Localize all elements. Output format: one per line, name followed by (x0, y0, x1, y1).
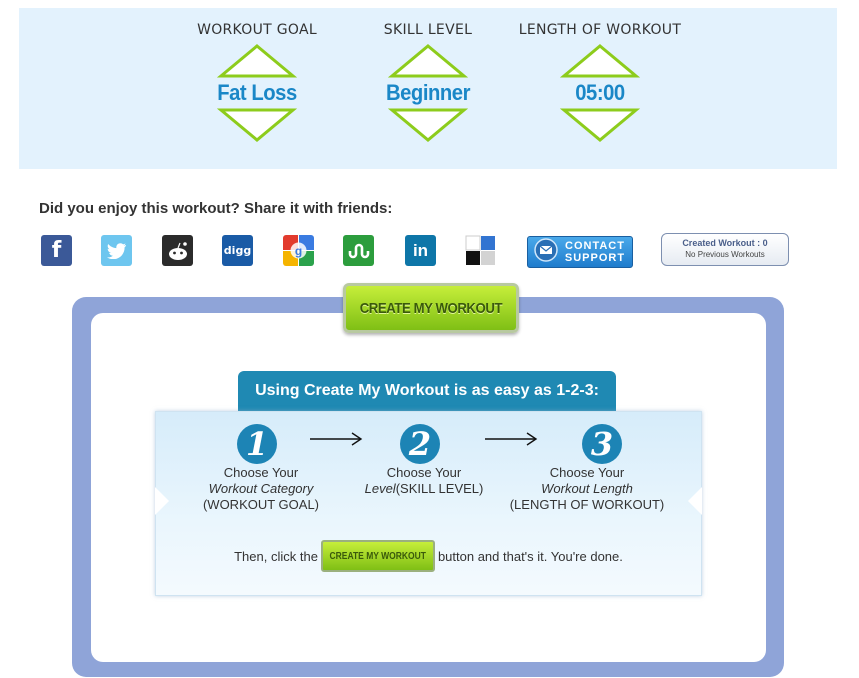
workout-length-down-arrow-icon[interactable] (560, 108, 640, 142)
workout-length-up-arrow-icon[interactable] (560, 44, 640, 78)
step-2-number-icon: 2 (400, 424, 440, 464)
delicious-icon[interactable] (465, 235, 496, 266)
contact-support-button[interactable]: CONTACT SUPPORT (527, 236, 633, 268)
arrow-right-icon (308, 432, 364, 451)
step-3-text: Choose Your Workout Length (LENGTH OF WO… (509, 465, 665, 512)
svg-text:g: g (295, 244, 302, 258)
google-bookmarks-icon[interactable]: g (283, 235, 314, 266)
envelope-icon (534, 237, 558, 267)
contact-support-label: CONTACT SUPPORT (564, 240, 626, 264)
final-instruction: Then, click the CREATE MY WORKOUT button… (156, 540, 701, 572)
reddit-icon[interactable] (162, 235, 193, 266)
skill-level-selector: SKILL LEVEL Beginner (343, 20, 513, 142)
created-workout-counter[interactable]: Created Workout : 0 No Previous Workouts (661, 233, 789, 266)
workout-selector-panel: WORKOUT GOAL Fat Loss SKILL LEVEL Beginn… (19, 8, 837, 169)
workout-goal-down-arrow-icon[interactable] (217, 108, 297, 142)
step-2-text: Choose Your Level(SKILL LEVEL) (364, 465, 484, 496)
workout-goal-selector: WORKOUT GOAL Fat Loss (172, 20, 342, 142)
previous-workouts-status: No Previous Workouts (685, 250, 765, 259)
skill-level-down-arrow-icon[interactable] (388, 108, 468, 142)
facebook-icon[interactable]: f (41, 235, 72, 266)
step-1-number-icon: 1 (237, 424, 277, 464)
skill-level-up-arrow-icon[interactable] (388, 44, 468, 78)
arrow-right-icon (483, 432, 539, 451)
workout-goal-up-arrow-icon[interactable] (217, 44, 297, 78)
linkedin-icon[interactable]: in (405, 235, 436, 266)
workout-length-label: LENGTH OF WORKOUT (518, 22, 682, 38)
steps-heading: Using Create My Workout is as easy as 1-… (238, 371, 616, 411)
workout-goal-label: WORKOUT GOAL (197, 22, 317, 38)
workout-length-value: 05:00 (575, 80, 625, 105)
share-heading: Did you enjoy this workout? Share it wit… (39, 200, 393, 217)
steps-box: 1 Choose Your Workout Category (WORKOUT … (155, 411, 702, 596)
step-3-number-icon: 3 (582, 424, 622, 464)
create-my-workout-button[interactable]: CREATE MY WORKOUT (343, 283, 519, 333)
skill-level-value: Beginner (385, 80, 471, 105)
twitter-icon[interactable] (101, 235, 132, 266)
workout-goal-value: Fat Loss (217, 80, 297, 105)
created-workout-count: Created Workout : 0 (682, 238, 768, 248)
workout-length-selector: LENGTH OF WORKOUT 05:00 (515, 20, 685, 142)
create-my-workout-mini-button[interactable]: CREATE MY WORKOUT (320, 540, 435, 572)
skill-level-label: SKILL LEVEL (383, 22, 473, 38)
stumbleupon-icon[interactable] (343, 235, 374, 266)
digg-icon[interactable]: digg (222, 235, 253, 266)
step-1-text: Choose Your Workout Category (WORKOUT GO… (202, 465, 320, 512)
